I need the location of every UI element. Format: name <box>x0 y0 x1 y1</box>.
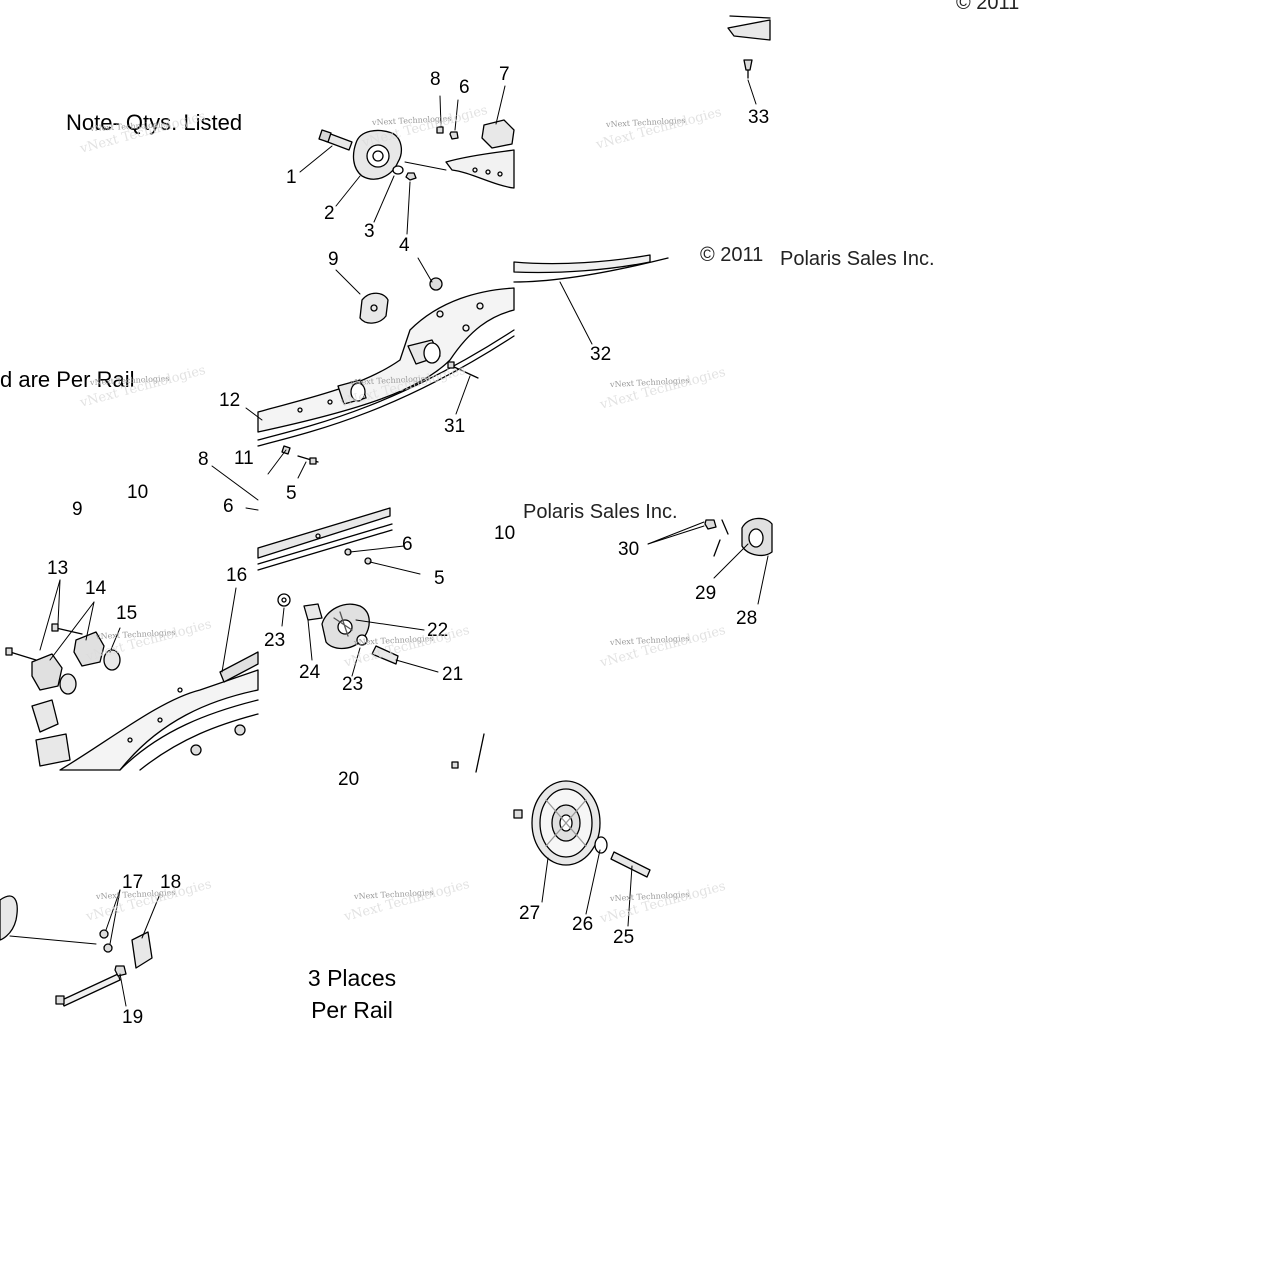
places-label-line2: Per Rail <box>311 997 393 1023</box>
callout-14: 14 <box>85 578 107 599</box>
rail-end-33-drawing <box>727 19 771 41</box>
callout-17: 17 <box>122 872 144 893</box>
callout-25: 25 <box>613 927 635 948</box>
callout-11: 11 <box>234 448 254 469</box>
screw-33-drawing <box>743 59 753 71</box>
callout-24: 24 <box>299 662 321 683</box>
nut-6-drawing <box>449 131 459 140</box>
callout-30: 30 <box>618 539 640 560</box>
nut-17-drawing <box>99 929 109 939</box>
callout-6c: 6 <box>402 534 413 555</box>
axle-20-drawing <box>61 973 121 1007</box>
callout-31: 31 <box>444 416 466 437</box>
rear-axle-assembly <box>0 895 153 1007</box>
callout-7: 7 <box>499 64 510 85</box>
front-arm-assembly <box>5 623 259 771</box>
rail-middle-assembly <box>257 277 515 465</box>
bolt-1-drawing <box>318 129 353 151</box>
callout-9: 9 <box>328 249 339 270</box>
bushing-24-drawing <box>303 603 323 621</box>
washer-26-drawing <box>594 836 608 854</box>
callout-10: 10 <box>127 482 149 503</box>
callout-6: 6 <box>459 77 470 98</box>
callout-22: 22 <box>427 620 449 641</box>
bushing-15-drawing <box>103 649 121 671</box>
places-label-line1: 3 Places <box>307 965 397 991</box>
front-mount-assembly <box>318 119 515 189</box>
copyright-middle-company: Polaris Sales Inc. <box>780 248 935 270</box>
mount-bracket-2-drawing <box>352 129 403 180</box>
callout-6b: 6 <box>223 496 234 517</box>
copyright-top: © 2011 <box>956 0 1020 14</box>
bolt-13-drawing <box>9 651 37 661</box>
washer-5-drawing <box>364 557 372 565</box>
bracket-drawing <box>31 699 59 733</box>
washer-3-drawing <box>392 165 404 175</box>
rail-32-drawing <box>513 254 651 274</box>
places-label: 3 Places Per Rail <box>296 962 408 1026</box>
callout-28: 28 <box>736 608 758 629</box>
callout-16: 16 <box>226 565 248 586</box>
callout-23b: 23 <box>342 674 364 695</box>
lower-rail-strip <box>257 507 391 559</box>
callout-23: 23 <box>264 630 286 651</box>
nut-30-drawing <box>704 519 717 530</box>
callout-15: 15 <box>116 603 138 624</box>
callout-4: 4 <box>399 235 410 256</box>
note-text-right: d are Per Rail <box>0 367 135 392</box>
callout-27: 27 <box>519 903 541 924</box>
washer-23-drawing <box>277 593 291 607</box>
nut-4b-drawing <box>429 277 443 291</box>
callout-33: 33 <box>748 107 770 128</box>
lower-left-rail <box>59 669 259 771</box>
idler-wheel-assembly <box>513 780 651 878</box>
nut-8-drawing <box>436 126 444 134</box>
callout-1: 1 <box>286 167 297 188</box>
callout-29: 29 <box>695 583 717 604</box>
callout-13: 13 <box>47 558 69 579</box>
bolt-21-drawing <box>371 645 399 665</box>
callout-21: 21 <box>442 664 464 685</box>
callout-2: 2 <box>324 203 335 224</box>
bolt-25-drawing <box>610 851 651 878</box>
callout-5b: 5 <box>434 568 445 589</box>
callout-8: 8 <box>430 69 441 90</box>
bumper-7-drawing <box>481 119 515 149</box>
end-cap-drawing <box>0 895 18 941</box>
callout-20: 20 <box>338 769 360 790</box>
plate-9-drawing <box>359 292 389 324</box>
callout-26: 26 <box>572 914 594 935</box>
callout-8b: 8 <box>198 449 209 470</box>
nut-19-drawing <box>114 965 127 977</box>
callout-32: 32 <box>590 344 612 365</box>
callout-9b: 9 <box>72 499 83 520</box>
callout-18: 18 <box>160 872 182 893</box>
rail-16-strip <box>219 651 259 683</box>
copyright-lower-company: Polaris Sales Inc. <box>523 501 678 523</box>
copyright-middle-year: © 2011 <box>700 244 764 266</box>
rail-front-tip <box>445 149 515 189</box>
note-text-left: Note- Qtys. Listed <box>66 110 243 135</box>
bracket-18-drawing <box>131 931 153 969</box>
leader-lines <box>9 79 769 1007</box>
callout-5: 5 <box>286 483 297 504</box>
callout-19: 19 <box>122 1007 144 1028</box>
bolt-31-drawing <box>451 365 479 379</box>
callout-12: 12 <box>219 390 241 411</box>
rear-bracket-assembly <box>704 517 773 557</box>
block-14-drawing <box>31 653 63 691</box>
callout-10b: 10 <box>494 523 516 544</box>
callout-3: 3 <box>364 221 375 242</box>
washer-23b-drawing <box>356 634 368 646</box>
nut-4-drawing <box>405 172 417 181</box>
upper-right-assembly <box>513 15 771 283</box>
